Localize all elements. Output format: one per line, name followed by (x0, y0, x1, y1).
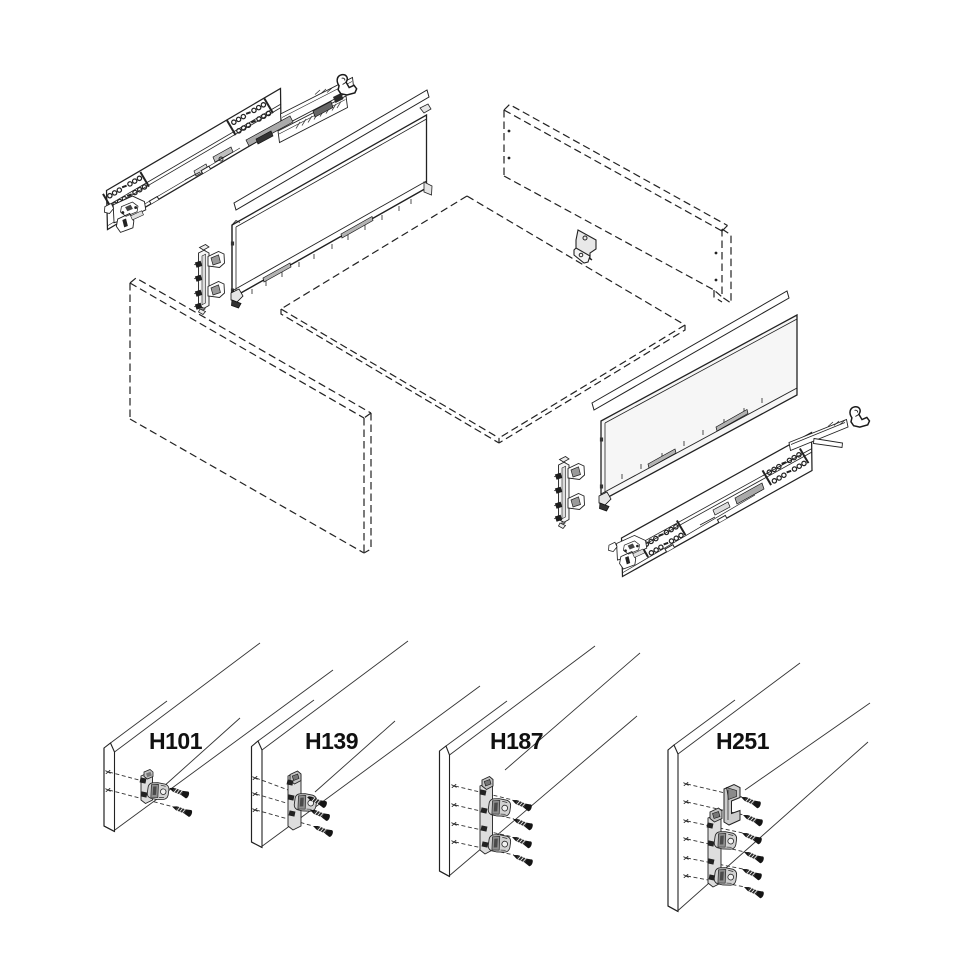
svg-text:H187: H187 (490, 728, 543, 754)
svg-text:H251: H251 (716, 728, 770, 754)
svg-text:H101: H101 (149, 728, 203, 754)
svg-text:H139: H139 (305, 728, 358, 754)
